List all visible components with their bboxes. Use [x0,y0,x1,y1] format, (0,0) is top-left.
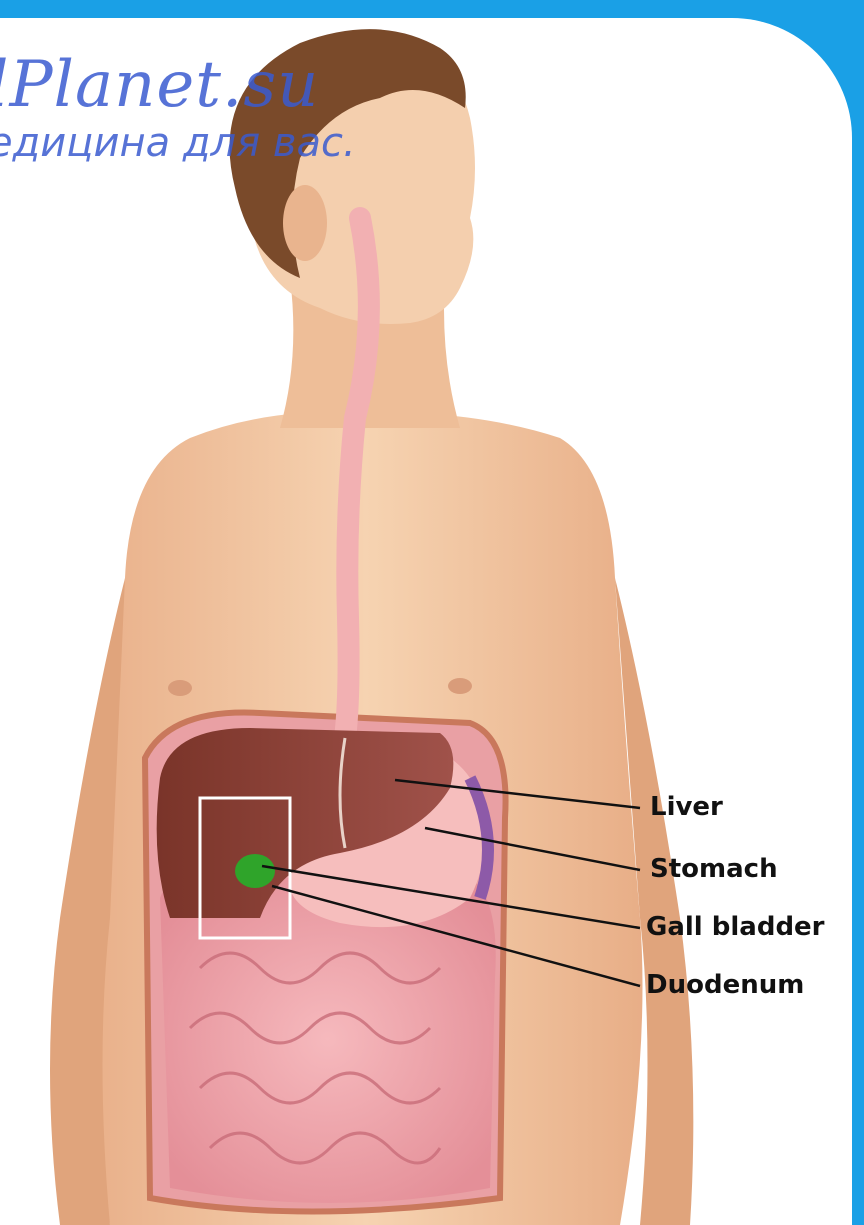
right-nipple [448,678,472,694]
left-nipple [168,680,192,696]
anatomy-illustration [0,18,852,1225]
diagram-canvas: lPlanet.su едицина для вас. Liver Stomac… [0,18,852,1225]
watermark-site: lPlanet.su [0,48,319,122]
watermark-tagline: едицина для вас. [0,120,356,166]
label-liver: Liver [650,792,723,822]
label-gall-bladder: Gall bladder [646,912,825,942]
label-stomach: Stomach [650,854,778,884]
ear [283,185,327,261]
intestines [160,876,496,1204]
label-duodenum: Duodenum [646,970,804,1000]
gall-bladder [235,854,275,888]
